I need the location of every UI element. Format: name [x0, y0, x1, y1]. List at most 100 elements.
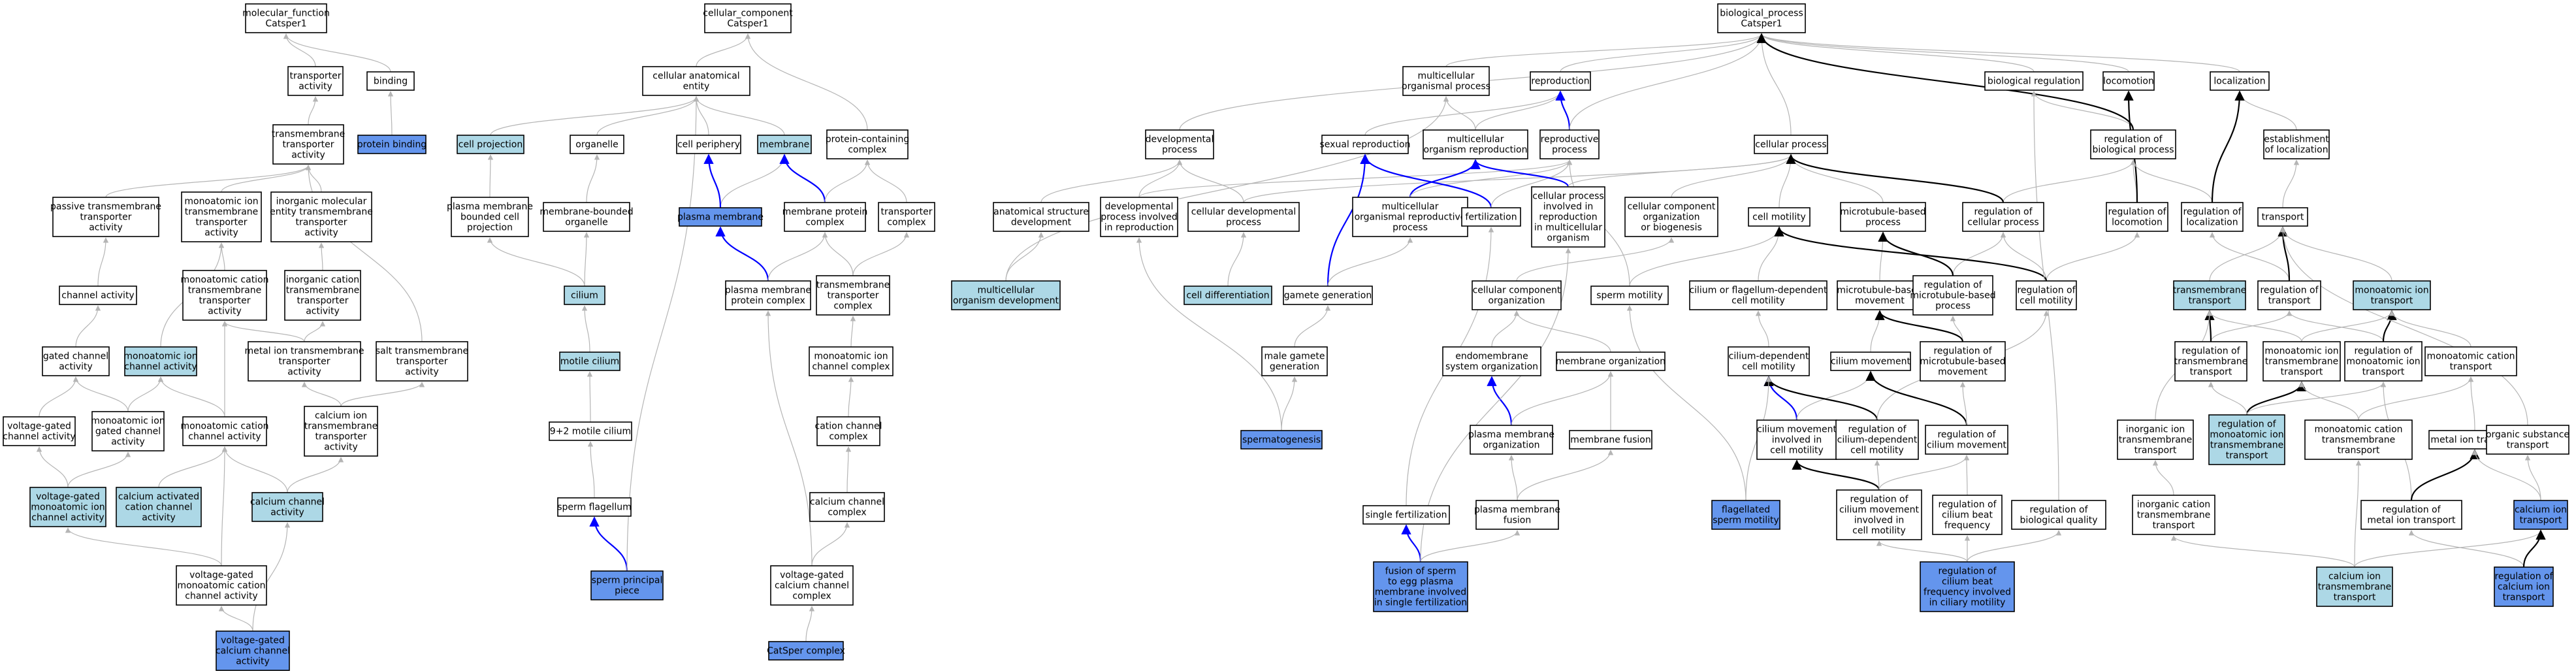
- edge-regulates: [1401, 524, 1422, 563]
- edge-regulates: [1487, 376, 1513, 426]
- edge-is-a: [587, 441, 595, 499]
- term-label-line: plasma membrane: [1474, 504, 1560, 515]
- term-node-sperm-motility: sperm motility: [1590, 286, 1669, 305]
- edge-is-a: [308, 96, 319, 125]
- term-box: [1925, 425, 2008, 455]
- term-label-line: membrane organization: [1556, 356, 1666, 367]
- edge-is-a: [2046, 232, 2140, 282]
- term-label-line: male gamete: [1264, 351, 1325, 361]
- term-label-line: movement: [1938, 367, 1988, 377]
- term-node-gamete-generation: gamete generation: [1283, 286, 1373, 305]
- term-label-line: regulation of: [2260, 285, 2319, 295]
- term-node-spermatogenesis: spermatogenesis: [1240, 430, 1323, 450]
- term-label-line: activity: [405, 367, 439, 377]
- term-label-line: organismal process: [1402, 81, 1490, 91]
- edge-regulates: [703, 154, 722, 208]
- edge-part-of: [2211, 90, 2245, 203]
- term-label-line: membrane protein: [782, 206, 868, 217]
- term-label-line: biological_process: [1720, 8, 1803, 18]
- term-label-line: transport: [2338, 445, 2380, 455]
- term-label-line: inorganic cation: [286, 274, 359, 285]
- term-label-line: multicellular: [1447, 134, 1504, 144]
- term-label-line: activity: [306, 306, 340, 316]
- term-box: [676, 135, 741, 154]
- term-node-plasma-membrane: plasma membrane: [677, 207, 764, 227]
- edge-is-a: [1364, 91, 1564, 136]
- edge-is-a: [1513, 310, 1611, 353]
- term-label-line: microtubule-based: [1837, 285, 1922, 295]
- edge-is-a: [75, 305, 101, 348]
- term-node-inorg-cation-tm: inorganic cationtransmembranetransporter…: [284, 270, 361, 321]
- edge-part-of: [2246, 381, 2307, 416]
- edge-is-a: [1327, 237, 1413, 287]
- term-label-line: fusion: [1504, 515, 1531, 525]
- term-box: [770, 565, 854, 606]
- term-label-line: activity: [304, 227, 338, 238]
- term-label-line: process: [1935, 301, 1971, 311]
- term-box: [1837, 280, 1923, 310]
- edge-is-a: [1758, 227, 1782, 282]
- term-box: [1145, 129, 1214, 159]
- term-label-line: Catsper1: [1741, 18, 1782, 29]
- term-label-line: regulation of: [2017, 285, 2076, 295]
- term-box: [2263, 129, 2330, 159]
- term-label-line: fertilization: [1465, 212, 1517, 222]
- term-node-cell-motility: cell motility: [1748, 207, 1811, 227]
- term-box: [2102, 71, 2155, 91]
- term-label-line: gated channel: [95, 426, 161, 436]
- edge-is-a: [1443, 96, 1476, 131]
- term-label-line: activity: [111, 436, 145, 447]
- term-label-line: transporter: [315, 431, 366, 442]
- edge-is-a: [586, 154, 600, 203]
- term-label-line: transporter: [295, 217, 347, 227]
- term-label-line: monoatomic cation: [2426, 351, 2515, 361]
- term-label-line: monoatomic cation: [177, 580, 265, 591]
- term-box: [1539, 129, 1600, 159]
- term-label-line: process: [1393, 222, 1428, 233]
- term-box: [2494, 566, 2554, 607]
- term-label-line: regulation of: [1848, 424, 1907, 434]
- term-box: [679, 207, 762, 227]
- term-box: [1187, 202, 1300, 232]
- term-box: [124, 346, 197, 376]
- term-label-line: transport: [2268, 295, 2311, 306]
- edge-is-a: [127, 376, 164, 412]
- term-box: [704, 3, 792, 33]
- edge-is-a: [1281, 376, 1298, 431]
- term-label-line: cell motility: [2020, 295, 2073, 306]
- term-node-motile-cilium: motile cilium: [559, 352, 620, 371]
- term-box: [1100, 197, 1178, 237]
- term-node-cellular-process: cellular process: [1754, 135, 1828, 154]
- edge-is-a: [1629, 227, 1782, 287]
- term-label-line: multicellular: [1382, 201, 1439, 212]
- term-label-line: channel complex: [812, 361, 890, 372]
- term-label-line: activity: [59, 361, 93, 372]
- edge-is-a: [490, 96, 700, 136]
- term-label-line: transport: [2450, 361, 2492, 372]
- term-label-line: voltage-gated: [36, 491, 100, 502]
- term-box: [768, 641, 844, 661]
- term-label-line: generation: [1270, 361, 1319, 372]
- edge-is-a: [1779, 154, 1794, 208]
- term-label-line: plasma membrane: [677, 212, 764, 222]
- edge-is-a: [1491, 310, 1520, 348]
- edge-is-a: [221, 446, 228, 566]
- term-label-line: sperm motility: [1596, 290, 1663, 301]
- term-label-line: channel activity: [61, 290, 134, 301]
- term-label-line: transporter: [396, 356, 447, 367]
- edge-is-a: [693, 96, 709, 136]
- edge-is-a: [2003, 159, 2136, 203]
- term-box: [1590, 286, 1669, 305]
- edge-is-a: [1227, 232, 1247, 287]
